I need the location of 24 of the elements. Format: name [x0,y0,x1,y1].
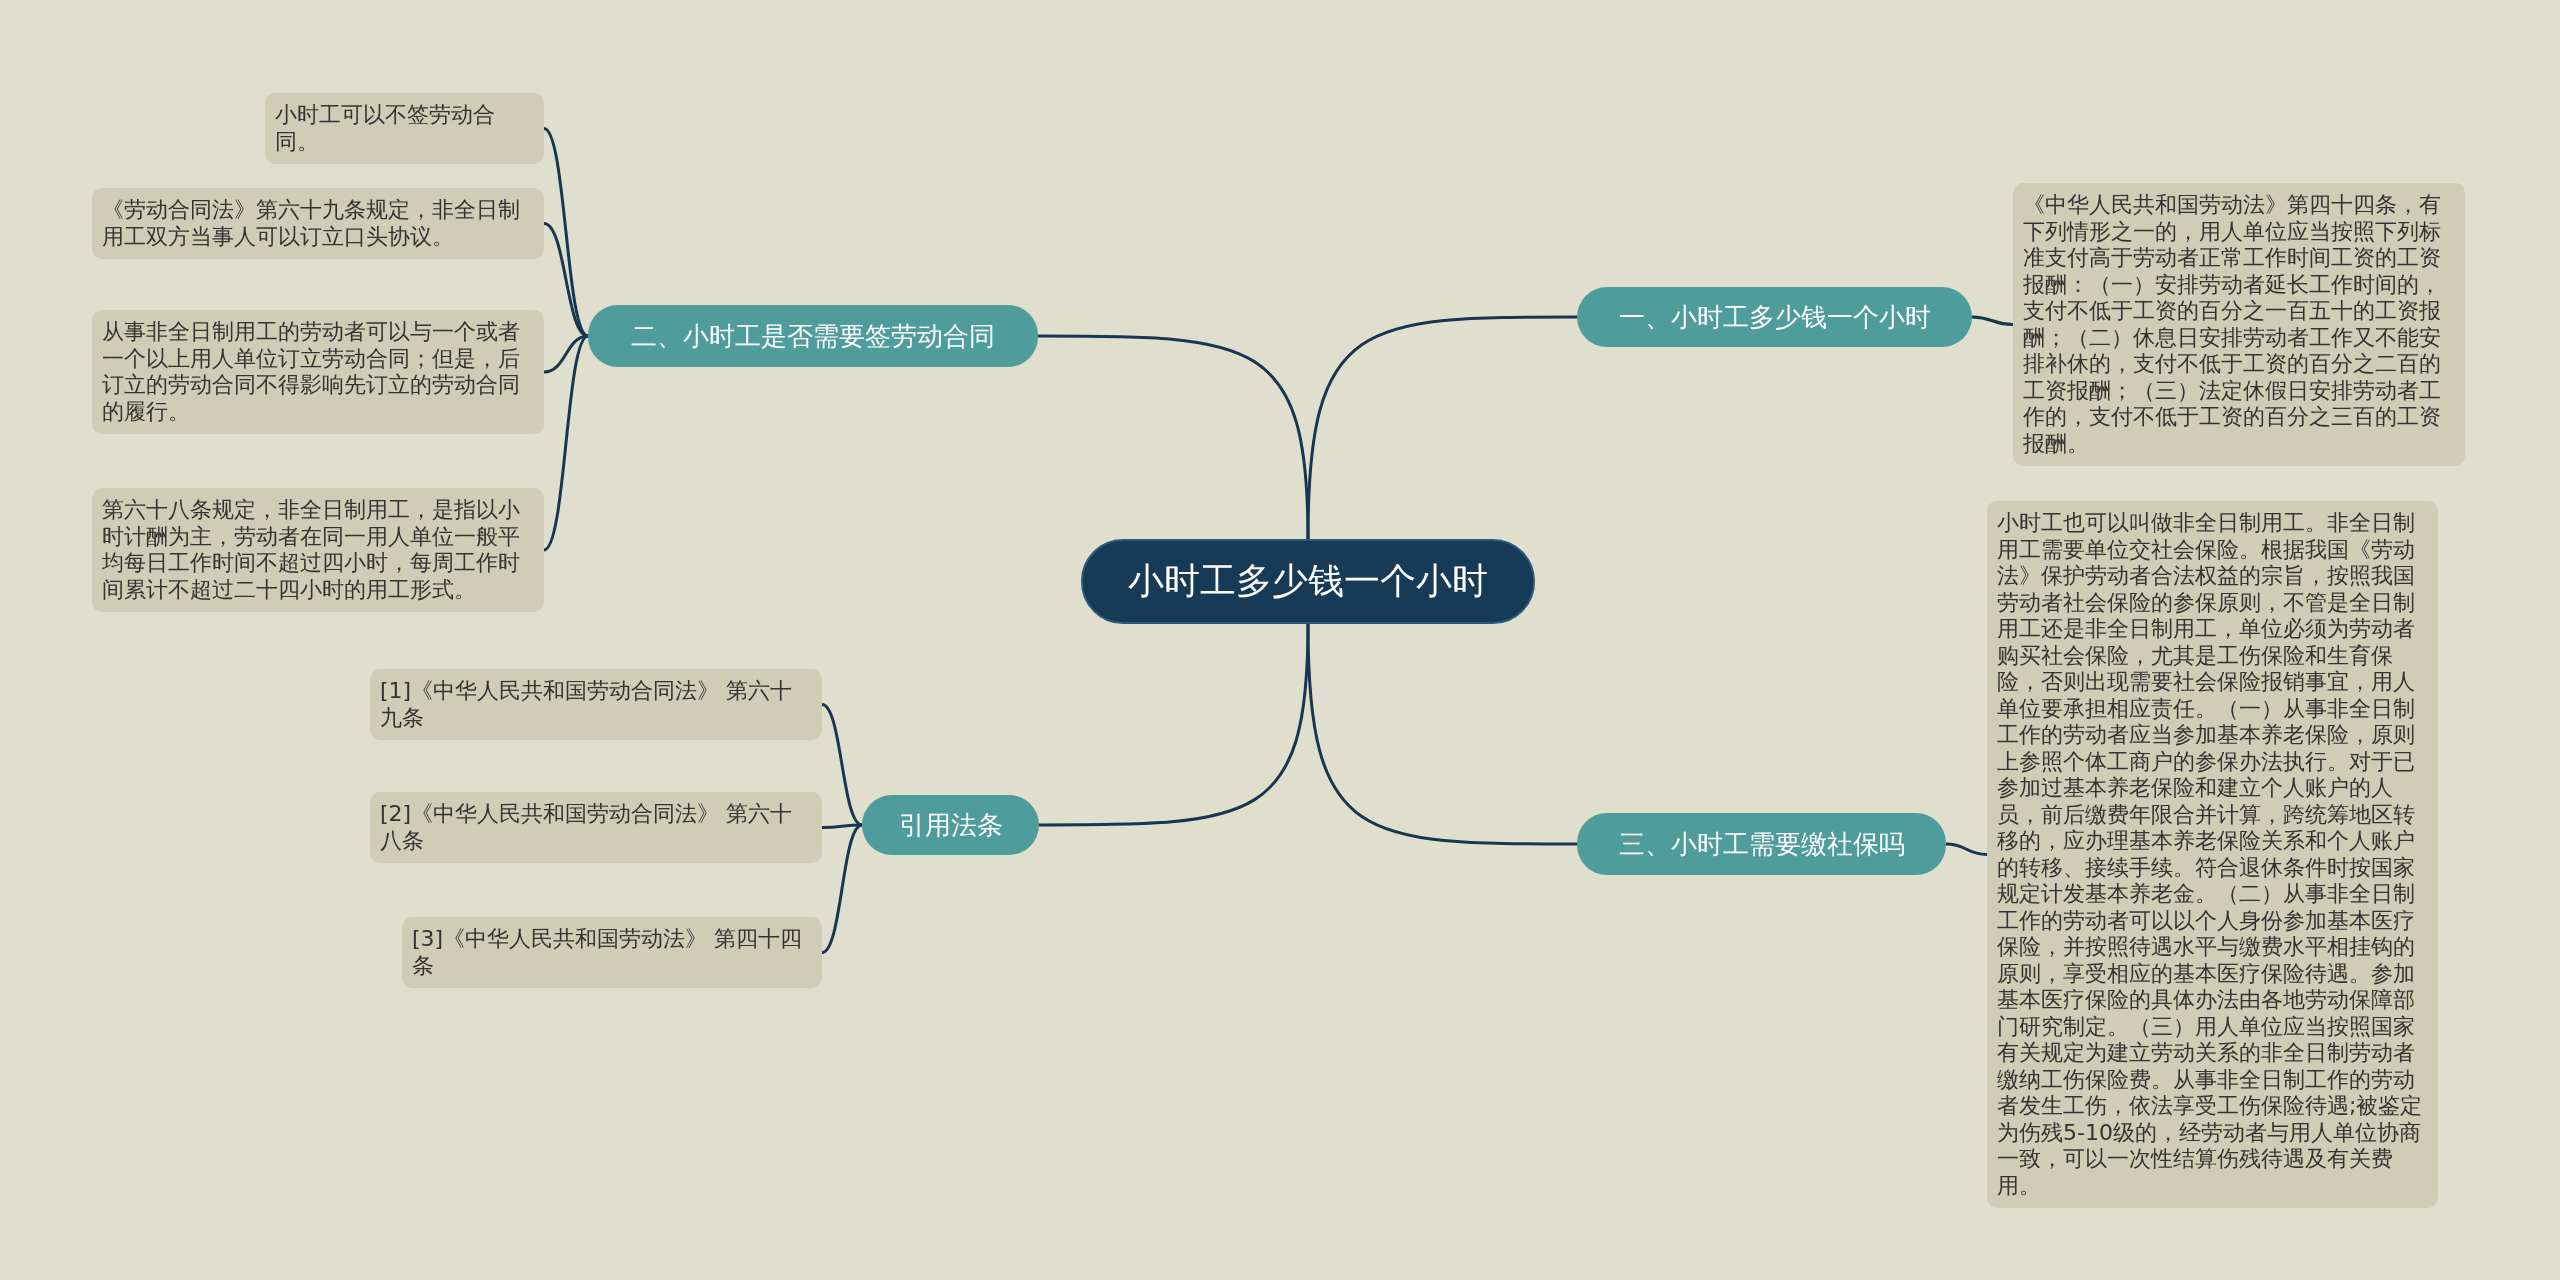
connector-line [1306,315,1577,540]
note-box: 《中华人民共和国劳动法》第四十四条，有下列情形之一的，用人单位应当按照下列标准支付高于劳动者正常工作时间工资的工资报酬：（一）安排劳动者延长工作时间的，支付不低于工资的百分之一百五十的工资报酬；（二）休息日安排劳动者工作又不能安排补休的，支付不低于工资的百分之二百的工资报酬；（三）法定休假日安排劳动者工作的，支付不低于工资的百分之三百的工资报酬。 [2013,183,2465,466]
note-box: 小时工也可以叫做非全日制用工。非全日制用工需要单位交社会保险。根据我国《劳动法》保护劳动者合法权益的宗旨，按照我国劳动者社会保险的参保原则，不管是全日制用工还是非全日制用工，单位必须为劳动者购买社会保险，尤其是工伤保险和生育保险，否则出现需要社会保险报销事宜，用人单位要承担相应责任。（一）从事非全日制工作的劳动者应当参加基本养老保险，原则上参照个体工商户的参保办法执行。对于已参加过基本养老保险和建立个人账户的人员，前后缴费年限合并计算，跨统筹地区转移的，应办理基本养老保险关系和个人账户的转移、接续手续。符合退休条件时按国家规定计发基本养老金。（二）从事非全日制工作的劳动者可以以个人身份参加基本医疗保险，并按照待遇水平与缴费水平相挂钩的原则，享受相应的基本医疗保险待遇。参加基本医疗保险的具体办法由各地劳动保障部门研究制定。（三）用人单位应当按照国家有关规定为建立劳动关系的非全日制劳动者缴纳工伤保险费。从事非全日制工作的劳动者发生工伤，依法享受工伤保险待遇;被鉴定为伤残5-10级的，经劳动者与用人单位协商一致，可以一次性结算伤残待遇及有关费用。 [1987,501,2438,1208]
topic-box: 三、小时工需要缴社保吗 [1577,813,1946,875]
connector-line [1945,842,1988,856]
note-box: 第六十八条规定，非全日制用工，是指以小时计酬为主，劳动者在同一用人单位一般平均每日工作时间不超过四小时，每周工作时间累计不超过二十四小时的用工形式。 [92,488,544,612]
connector-line [821,703,863,827]
topic-box: 一、小时工多少钱一个小时 [1577,287,1972,347]
note-box: 《劳动合同法》第六十九条规定，非全日制用工双方当事人可以订立口头协议。 [92,188,544,259]
connector-line [1039,623,1310,827]
note-box: [2]《中华人民共和国劳动合同法》 第六十八条 [370,792,822,863]
note-box: 从事非全日制用工的劳动者可以与一个或者一个以上用人单位订立劳动合同；但是，后订立的劳动合同不得影响先订立的劳动合同的履行。 [92,310,544,434]
note-box: [3]《中华人民共和国劳动法》 第四十四条 [402,917,822,988]
connector-line [543,334,589,552]
topic-box: 二、小时工是否需要签劳动合同 [588,305,1038,367]
connector-line [822,823,862,829]
connector-line [821,823,863,954]
connector-line [1971,315,2014,326]
connector-line [1306,623,1577,846]
central-topic: 小时工多少钱一个小时 [1081,539,1535,624]
note-box: 小时工可以不签劳动合同。 [265,93,544,164]
note-box: [1]《中华人民共和国劳动合同法》 第六十九条 [370,669,822,740]
topic-box: 引用法条 [862,795,1039,855]
connector-line [1038,334,1310,540]
